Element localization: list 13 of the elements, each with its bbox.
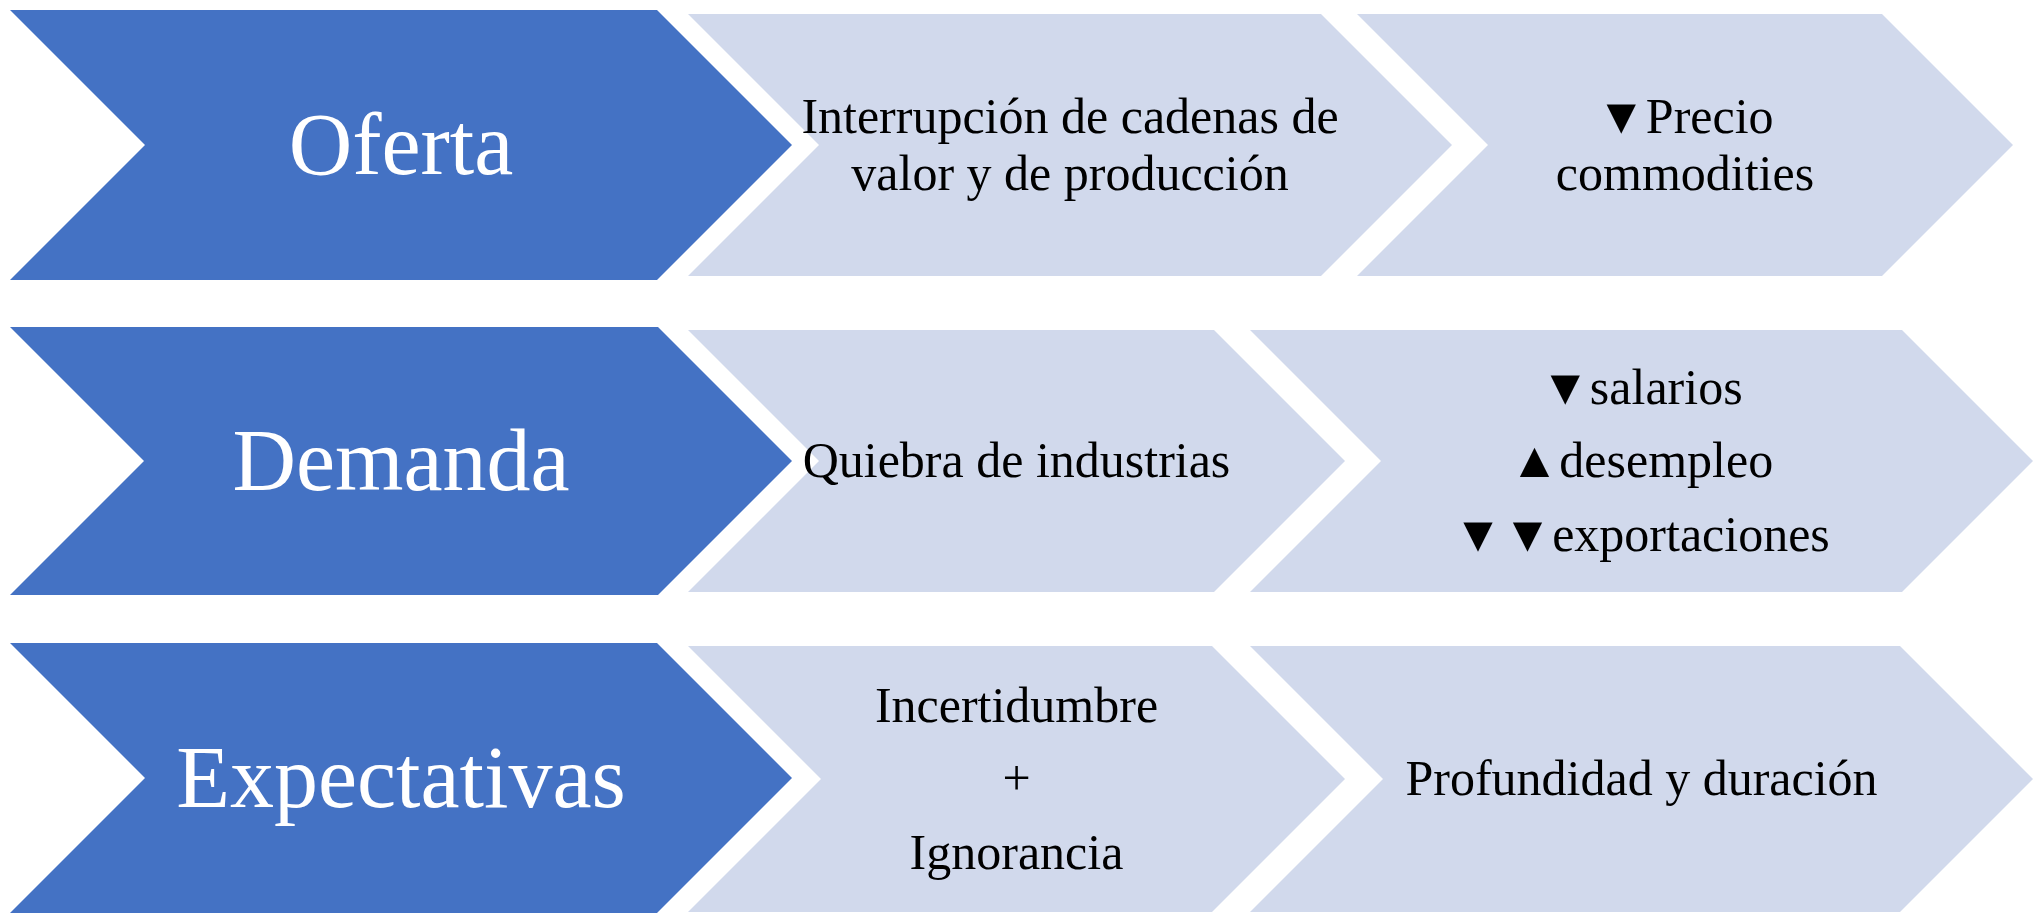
chevron-text: Interrupción de cadenas de valor y de producción (800, 87, 1340, 203)
chevron-title: Oferta (288, 95, 514, 196)
chevron-text: Profundidad y duración (1405, 750, 1878, 808)
chevron-text: Quiebra de industrias (802, 432, 1231, 490)
chevron-text: + (1002, 750, 1031, 808)
chevron-text: Incertidumbre (874, 676, 1159, 735)
chevron-title: Expectativas (176, 728, 626, 829)
chevron-text: ▼Precio commodities (1554, 87, 1816, 203)
chevron-text: ▲desempleo (1509, 432, 1774, 490)
chevron-text: ▼salarios (1540, 358, 1743, 417)
chevron-text: ▼▼exportaciones (1453, 505, 1830, 564)
chevron-text: Ignorancia (909, 823, 1124, 882)
chevron-title: Demanda (232, 411, 570, 512)
